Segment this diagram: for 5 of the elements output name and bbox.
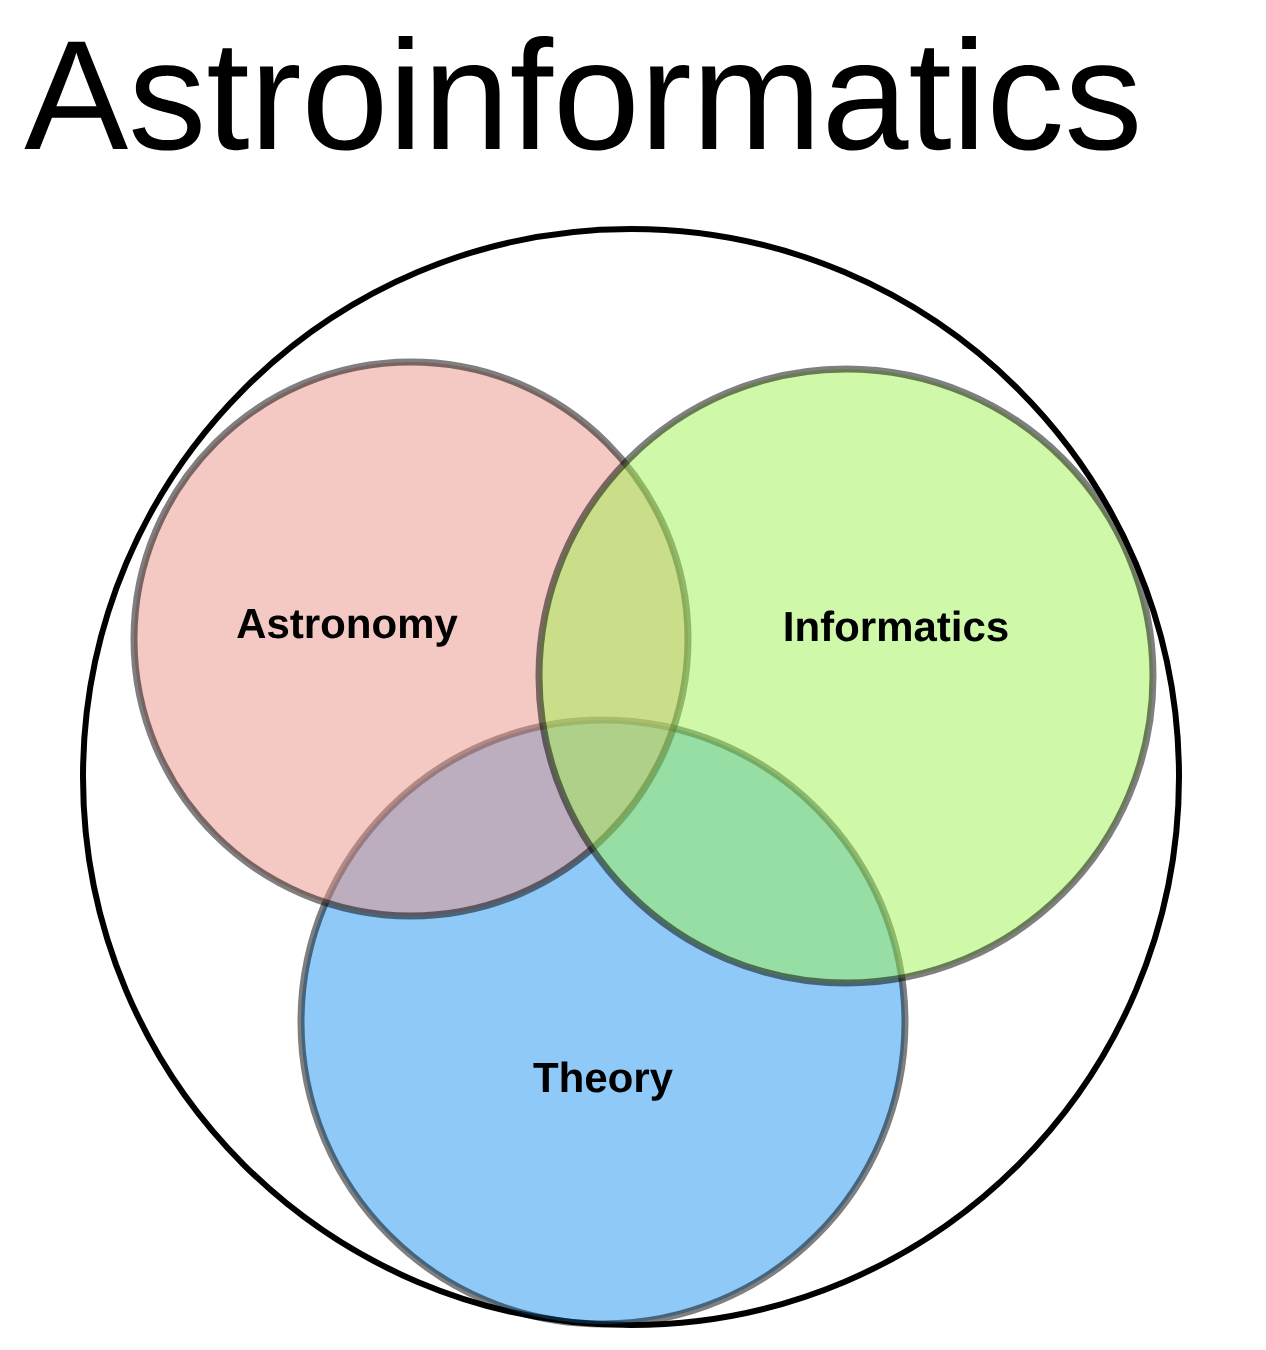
outer-circle	[80, 226, 1182, 1328]
set-label: Informatics	[785, 610, 1008, 642]
set-label: Theory	[533, 1061, 673, 1101]
set-label: Astronomy	[237, 609, 458, 647]
title: Astroinformatics	[24, 35, 1137, 151]
